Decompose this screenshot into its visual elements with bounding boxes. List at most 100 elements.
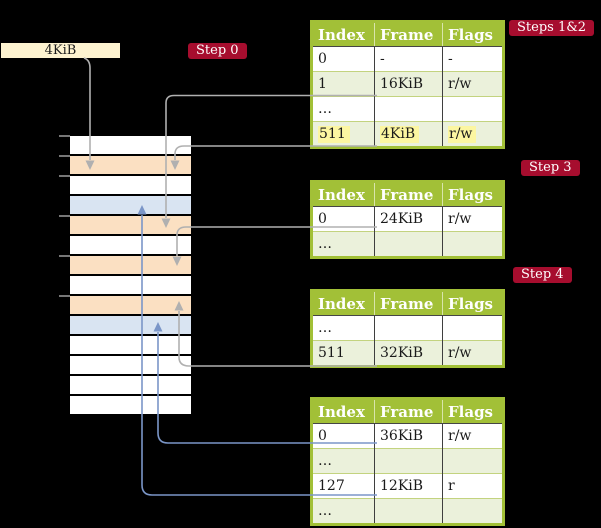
- memory-frame-row: [70, 176, 191, 194]
- table-cell: [374, 498, 443, 525]
- memory-frame-row: [70, 316, 191, 334]
- table-cell: 32KiB: [374, 340, 443, 367]
- table-cell: 24KiB: [374, 206, 443, 232]
- table-cell: [374, 96, 443, 122]
- table-header-cell: Index: [311, 398, 375, 424]
- table-row: …: [311, 315, 504, 341]
- table-cell: 4KiB: [374, 121, 443, 148]
- address-tick: [59, 255, 70, 257]
- table-cell: …: [311, 96, 375, 122]
- physical-memory-column: [70, 136, 191, 414]
- table-cell: [442, 231, 504, 258]
- table-cell: 511: [311, 340, 375, 367]
- address-tick: [59, 175, 70, 177]
- table-cell: [374, 315, 443, 341]
- table-row: …: [311, 96, 504, 122]
- table-header-cell: Frame: [374, 290, 443, 316]
- table-cell: [442, 448, 504, 474]
- table-header-cell: Frame: [374, 398, 443, 424]
- memory-frame-row: [70, 196, 191, 214]
- badge-step-0: Step 0: [188, 43, 247, 59]
- memory-frame-row: [70, 396, 191, 414]
- table-cell: 12KiB: [374, 473, 443, 499]
- memory-frame-row: [70, 276, 191, 294]
- memory-frame-row: [70, 156, 191, 174]
- memory-frame-row: [70, 356, 191, 374]
- memory-frame-row: [70, 256, 191, 274]
- badge-step-4: Step 4: [513, 267, 572, 283]
- address-tick: [59, 155, 70, 157]
- highlighted-value: 4KiB: [380, 126, 420, 143]
- table-cell: r/w: [442, 71, 504, 97]
- table-header-cell: Index: [311, 181, 375, 207]
- address-tick: [59, 135, 70, 137]
- table-cell: 16KiB: [374, 71, 443, 97]
- table-cell: -: [442, 46, 504, 72]
- table-cell: r/w: [442, 423, 504, 449]
- table-cell: [442, 498, 504, 525]
- table-cell: …: [311, 315, 375, 341]
- table-cell: …: [311, 498, 375, 525]
- table-header-cell: Flags: [442, 21, 504, 47]
- highlighted-value: r/w: [448, 126, 477, 143]
- table-row: 0--: [311, 46, 504, 72]
- table-cell: r/w: [442, 340, 504, 367]
- table-cell: …: [311, 448, 375, 474]
- table-cell: r/w: [442, 206, 504, 232]
- memory-frame-row: [70, 376, 191, 394]
- memory-frame-row: [70, 136, 191, 154]
- table-cell: 511: [311, 121, 375, 148]
- table-cell: r/w: [442, 121, 504, 148]
- table-cell: [442, 96, 504, 122]
- table-header-cell: Frame: [374, 181, 443, 207]
- table-header-cell: Flags: [442, 290, 504, 316]
- table-cell: 36KiB: [374, 423, 443, 449]
- table-header-cell: Index: [311, 290, 375, 316]
- table-cell: [374, 231, 443, 258]
- highlighted-value: 511: [318, 126, 350, 143]
- memory-frame-row: [70, 296, 191, 314]
- table-cell: 127: [311, 473, 375, 499]
- memory-frame-row: [70, 216, 191, 234]
- badge-step-3: Step 3: [521, 160, 580, 176]
- badge-steps-1-2: Steps 1&2: [509, 20, 595, 36]
- table-cell: r: [442, 473, 504, 499]
- table-row: …: [311, 498, 504, 525]
- table-cell: 0: [311, 46, 375, 72]
- table-cell: -: [374, 46, 443, 72]
- address-tick: [59, 215, 70, 217]
- table-header-cell: Flags: [442, 398, 504, 424]
- table-header-cell: Index: [311, 21, 375, 47]
- table-row: 511 4KiB r/w: [311, 121, 504, 148]
- memory-frame-row: [70, 236, 191, 254]
- table-cell: [374, 448, 443, 474]
- table-cell: [442, 315, 504, 341]
- table-cell: 0: [311, 423, 375, 449]
- address-tick: [59, 295, 70, 297]
- table-header-cell: Flags: [442, 181, 504, 207]
- table-header-cell: Frame: [374, 21, 443, 47]
- table-row: …: [311, 448, 504, 474]
- memory-frame-row: [70, 336, 191, 354]
- frame-size-label: 4KiB: [1, 43, 120, 58]
- table-row: …: [311, 231, 504, 258]
- table-cell: 0: [311, 206, 375, 232]
